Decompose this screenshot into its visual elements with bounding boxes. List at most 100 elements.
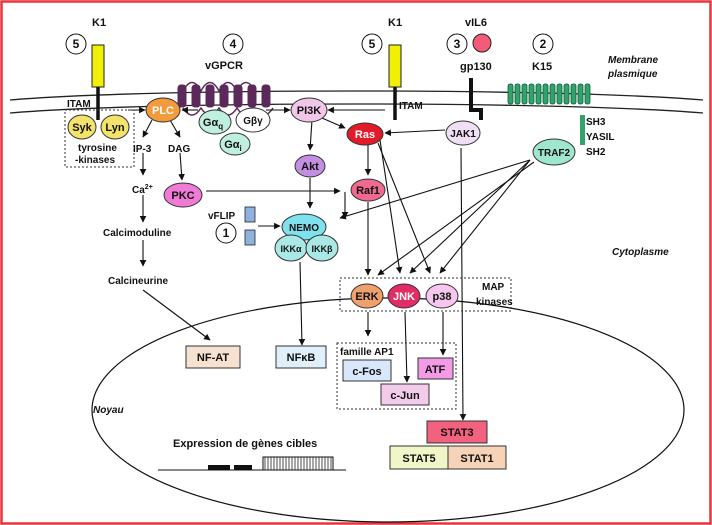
- k1-left-label: K1: [92, 17, 106, 29]
- g-beta-gamma-node: [235, 107, 271, 133]
- stat1-box: [447, 445, 507, 470]
- yasil-label: YASIL: [586, 132, 615, 143]
- expression-label: Expression de gènes cibles: [173, 438, 317, 450]
- sh3-label: SH3: [586, 117, 606, 128]
- cytoplasme-label: Cytoplasme: [612, 247, 669, 258]
- k1-receptor-icon: [388, 44, 402, 120]
- tyrosine-kinases-line2: -kinases: [75, 155, 115, 166]
- vil6-ligand-icon: [472, 33, 492, 53]
- jnk-label: JNK: [393, 291, 415, 303]
- dag-label: DAG: [168, 144, 190, 155]
- nfat-label: NF-AT: [197, 352, 229, 364]
- gp130-receptor-icon: [469, 78, 483, 120]
- k15-transmembrane-segment: [542, 83, 549, 105]
- lyn-label: Lyn: [105, 122, 124, 134]
- g-alpha-q-node: [198, 109, 232, 135]
- map-kinases-line2: kinases: [476, 297, 513, 308]
- stat5-label: STAT5: [402, 453, 435, 465]
- cfos-box: [342, 359, 392, 382]
- vgpcr-label: vGPCR: [205, 60, 243, 72]
- syk-label: Syk: [72, 122, 92, 134]
- tyrosine-kinases-line1: tyrosine: [78, 143, 117, 154]
- membrane-label-line2: plasmique: [607, 69, 658, 80]
- jak1-node: [445, 120, 481, 146]
- cfos-label: c-Fos: [352, 366, 381, 378]
- number-circles: [65, 33, 554, 244]
- pi3k-label: PI3K: [297, 105, 322, 117]
- k15-transmembrane-segment: [563, 83, 570, 105]
- number-1: 1: [223, 226, 230, 240]
- k15-transmembrane-segment: [507, 83, 514, 105]
- sh2-label: SH2: [586, 147, 606, 158]
- g-alpha-i-node: [219, 132, 251, 156]
- k15-transmembrane-segment: [556, 83, 563, 105]
- stat3-label: STAT3: [440, 427, 473, 439]
- jnk-node: [387, 283, 421, 309]
- pkc-node: [163, 182, 203, 208]
- itam-left-label: ITAM: [67, 99, 91, 110]
- stat3-box: [426, 420, 488, 444]
- ikkb-label: IKKβ: [312, 244, 333, 254]
- number-5-left: 5: [73, 37, 80, 51]
- nfkb-box: [275, 345, 327, 369]
- nfat-box: [185, 345, 241, 369]
- number-4: 4: [230, 37, 237, 51]
- k15-transmembrane-segment: [570, 83, 577, 105]
- g-alpha-i-label: Gαi: [224, 139, 242, 153]
- g-beta-gamma-label: Gβγ: [243, 116, 263, 127]
- nfkb-label: NFκB: [287, 352, 316, 364]
- nemo-label: NEMO: [289, 223, 319, 234]
- erk-label: ERK: [355, 291, 378, 303]
- k15-transmembrane-segment: [521, 83, 528, 105]
- k15-transmembrane-segment: [528, 83, 535, 105]
- vil6-label: vIL6: [465, 17, 487, 29]
- itam-right-label: ITAM: [399, 101, 423, 112]
- ikka-label: IKKα: [280, 244, 301, 254]
- ras-label: Ras: [355, 129, 375, 141]
- p38-node: [425, 283, 459, 309]
- atf-label: ATF: [425, 364, 446, 376]
- calcineurine-label: Calcineurine: [108, 276, 168, 287]
- raf1-label: Raf1: [356, 185, 380, 197]
- p38-label: p38: [433, 291, 452, 303]
- number-3: 3: [454, 37, 461, 51]
- k15-transmembrane-segment: [549, 83, 556, 105]
- calcium-label: Ca2+: [132, 184, 153, 196]
- k1-receptor-icon: [91, 44, 105, 120]
- map-kinases-line1: MAP: [482, 282, 505, 293]
- noyau-label: Noyau: [93, 405, 124, 416]
- pi3k-node: [290, 97, 328, 123]
- traf2-node: [532, 138, 576, 166]
- signaling-arrows: [128, 106, 535, 421]
- g-alpha-q-label: Gαq: [203, 117, 223, 131]
- traf2-label: TRAF2: [538, 148, 571, 159]
- erk-node: [350, 283, 384, 309]
- k15-transmembrane-segment: [514, 83, 521, 105]
- cjun-box: [380, 383, 430, 406]
- atf-box: [417, 357, 454, 380]
- ikkb-node: [305, 234, 339, 262]
- k15-transmembrane-segment: [535, 83, 542, 105]
- pkc-label: PKC: [171, 190, 194, 202]
- gp130-label: gp130: [460, 61, 492, 73]
- akt-label: Akt: [301, 161, 319, 173]
- syk-node: [67, 114, 97, 140]
- map-kinases-box: [339, 277, 512, 312]
- raf1-node: [350, 178, 386, 202]
- plc-node: [145, 97, 181, 123]
- lyn-node: [100, 114, 130, 140]
- ap1-family-box: [336, 342, 457, 410]
- k15-receptor-icon: [507, 83, 591, 145]
- ip3-label: IP-3: [133, 144, 152, 155]
- jak1-label: JAK1: [450, 129, 476, 140]
- plc-label: PLC: [152, 105, 174, 117]
- k1-right-label: K1: [388, 17, 402, 29]
- vflip-label: vFLIP: [208, 211, 236, 222]
- tyrosine-kinases-box: [64, 109, 135, 168]
- k15-transmembrane-segment: [577, 83, 584, 105]
- number-5-right: 5: [369, 37, 376, 51]
- vflip-icon: [244, 206, 256, 246]
- stat1-label: STAT1: [460, 453, 493, 465]
